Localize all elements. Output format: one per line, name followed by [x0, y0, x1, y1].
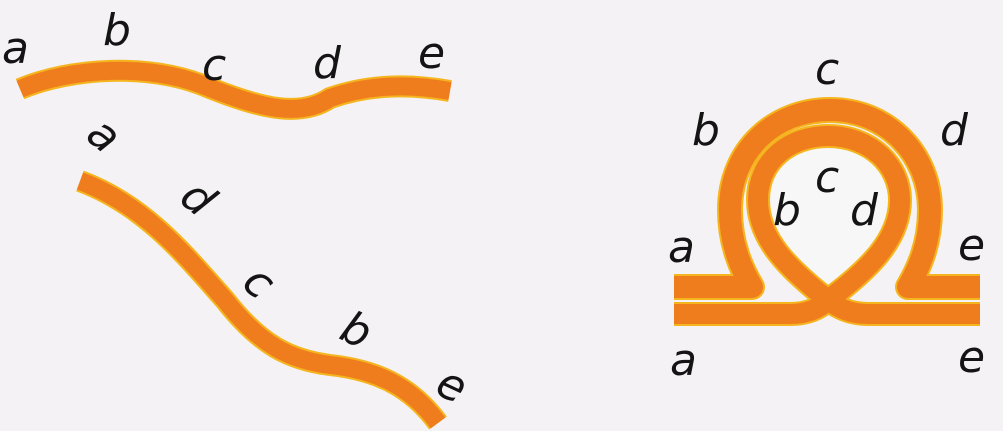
loop-outer-label-d: d [940, 105, 969, 156]
bottom-left-strand-group: a d c b e [76, 107, 475, 430]
loop-strand-group: a b c d e b c d a e [668, 44, 985, 386]
top-strand-label-e: e [418, 28, 445, 79]
top-strand-label-c: c [202, 40, 226, 91]
loop-bottom-label-a: a [670, 335, 697, 386]
loop-outer-label-a: a [668, 222, 695, 273]
bottom-strand-label-a: a [77, 107, 130, 163]
loop-outer-strand [674, 99, 980, 298]
loop-inner-strand [674, 126, 980, 324]
bottom-strand-label-b: b [333, 302, 380, 360]
top-strand-label-a: a [2, 23, 29, 74]
top-left-strand [16, 61, 452, 118]
loop-inner-label-b: b [773, 185, 801, 236]
loop-bottom-label-e: e [958, 332, 985, 383]
top-left-strand-group: a b c d e [2, 5, 452, 120]
bottom-left-strand [76, 172, 446, 429]
top-strand-label-d: d [313, 38, 342, 89]
loop-outer-label-b: b [692, 105, 720, 156]
bottom-strand-label-c: c [233, 255, 284, 310]
loop-inner-label-c: c [815, 152, 839, 203]
bottom-strand-label-e: e [429, 357, 475, 415]
loop-outer-label-c: c [815, 44, 839, 95]
top-strand-label-b: b [103, 5, 131, 56]
loop-outer-label-e: e [958, 220, 985, 271]
bottom-strand-label-d: d [171, 170, 226, 228]
loop-inner-label-d: d [850, 185, 879, 236]
